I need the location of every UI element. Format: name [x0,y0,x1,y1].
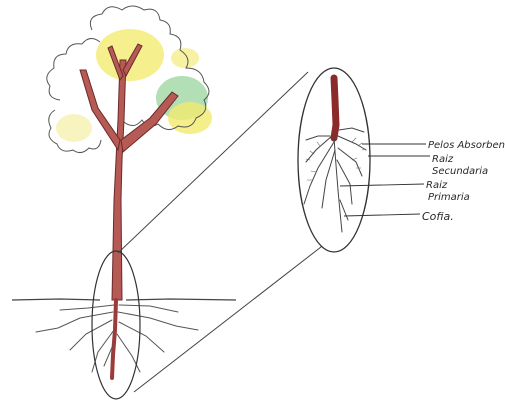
lateral-root [60,305,114,310]
label-secondary-root-line1: Raiz [432,154,454,165]
ground-line [12,299,236,300]
tree-canopy [47,6,212,153]
label-root-cap: Cofia. [422,210,454,223]
projection-line-top [118,72,308,253]
canopy-yellow-patch-top [171,48,199,68]
lateral-root [119,305,178,312]
trunk-shape [112,60,126,300]
tree-roots [36,300,198,378]
labels: Pelos Absorbent Raiz Secundaria Raiz Pri… [422,140,505,223]
canopy-yellow-patch [96,29,164,81]
label-secondary-root-line2: Secundaria [432,166,488,177]
ground-line-path [12,299,236,300]
lateral-root [70,320,112,350]
zoomed-stem [334,78,336,138]
label-primary-root-line2: Primaria [428,192,470,203]
label-absorbent-hairs: Pelos Absorbent [428,140,505,151]
lateral-root [36,312,113,332]
projection-line-bottom [134,240,330,392]
canopy-yellow-patch-left [56,114,92,142]
label-primary-root-line1: Raiz [426,180,448,191]
